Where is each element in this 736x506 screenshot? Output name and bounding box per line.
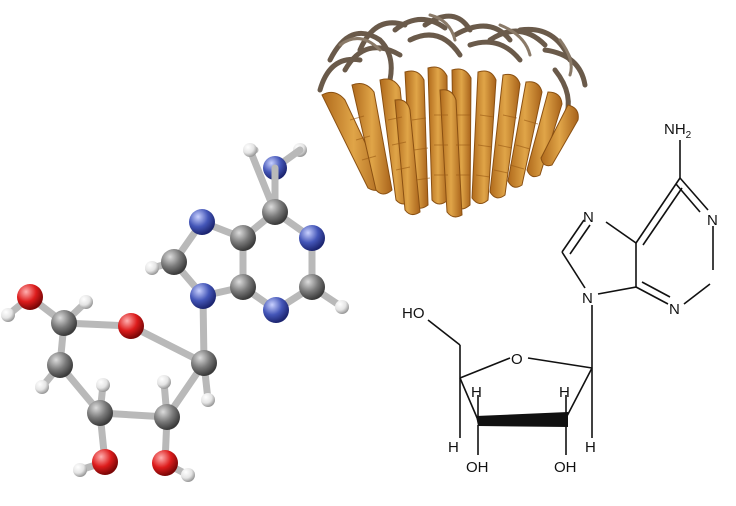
atom-c (299, 274, 325, 300)
n7-label: N (583, 209, 594, 226)
h-c1-label: H (585, 439, 596, 456)
atom-h (96, 378, 110, 392)
atom-c (154, 404, 180, 430)
ring-oxygen-label: O (511, 351, 523, 368)
atom-c (161, 249, 187, 275)
atom-o (92, 449, 118, 475)
n1-label: N (707, 212, 718, 229)
atom-c (47, 352, 73, 378)
formula-bold-bond (476, 412, 568, 427)
atom-n (190, 283, 216, 309)
atom-h (335, 300, 349, 314)
fungus-larvae (321, 66, 579, 218)
atom-n (189, 209, 215, 235)
atom-h (145, 261, 159, 275)
structural-formula: NH2 N N N N HO O H H H H OH OH (402, 121, 718, 476)
n3-label: N (669, 301, 680, 318)
n9-label: N (582, 290, 593, 307)
oh-c3-label: OH (466, 459, 489, 476)
atom-h (73, 463, 87, 477)
h-c2-label: H (559, 384, 570, 401)
atom-o (17, 284, 43, 310)
atom-c (262, 199, 288, 225)
atom-o (152, 450, 178, 476)
h-c4-label: H (448, 439, 459, 456)
atom-c (51, 310, 77, 336)
atom-o-ring (118, 313, 144, 339)
atom-h (243, 143, 257, 157)
atom-h (35, 380, 49, 394)
atom-h (79, 295, 93, 309)
h-c3-label: H (471, 384, 482, 401)
atom-n (299, 225, 325, 251)
atom-c (230, 225, 256, 251)
atom-h (181, 468, 195, 482)
atom-c (230, 274, 256, 300)
atom-h (201, 393, 215, 407)
atom-h (157, 375, 171, 389)
atom-c (191, 350, 217, 376)
atom-h (1, 308, 15, 322)
formula-bonds (427, 140, 714, 455)
cordyceps-fungus-image (317, 13, 588, 218)
ho-label: HO (402, 305, 425, 322)
model-atoms (1, 143, 349, 482)
atom-n (263, 297, 289, 323)
ball-and-stick-model (1, 143, 349, 482)
atom-c (87, 400, 113, 426)
nh2-label: NH2 (664, 121, 692, 141)
oh-c2-label: OH (554, 459, 577, 476)
